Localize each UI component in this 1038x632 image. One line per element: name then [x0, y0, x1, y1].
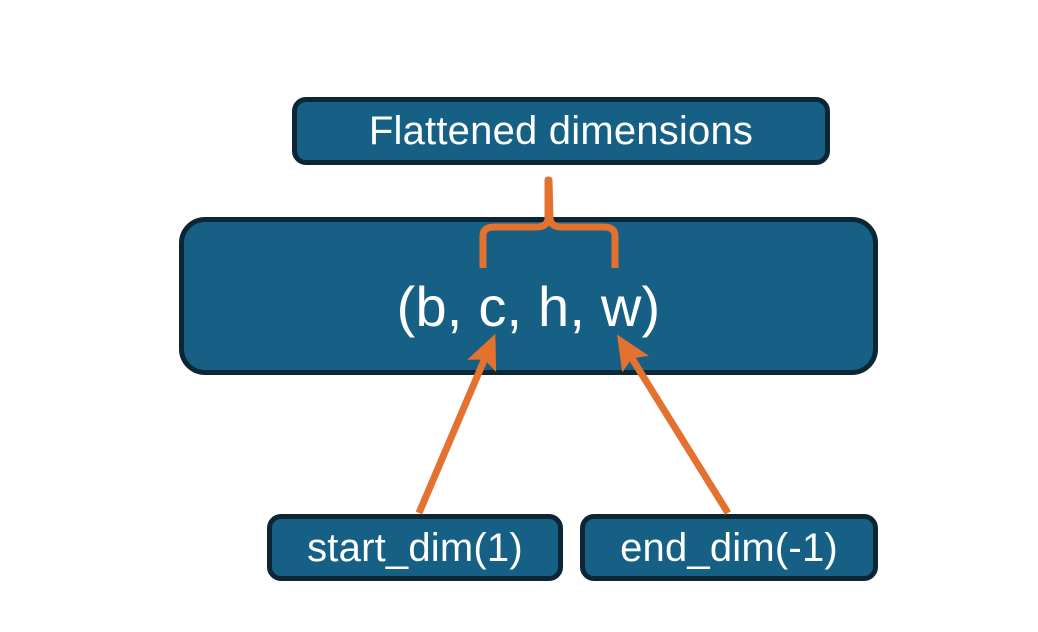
node-shape-tuple[interactable]: (b, c, h, w) [179, 217, 878, 375]
node-start-dim[interactable]: start_dim(1) [267, 514, 563, 581]
node-start-dim-label: start_dim(1) [307, 525, 523, 570]
node-end-dim-label: end_dim(-1) [620, 525, 838, 570]
node-flattened-dimensions-label: Flattened dimensions [368, 109, 754, 153]
node-shape-tuple-label: (b, c, h, w) [396, 275, 661, 338]
node-end-dim[interactable]: end_dim(-1) [580, 514, 878, 581]
node-flattened-dimensions[interactable]: Flattened dimensions [292, 97, 830, 165]
